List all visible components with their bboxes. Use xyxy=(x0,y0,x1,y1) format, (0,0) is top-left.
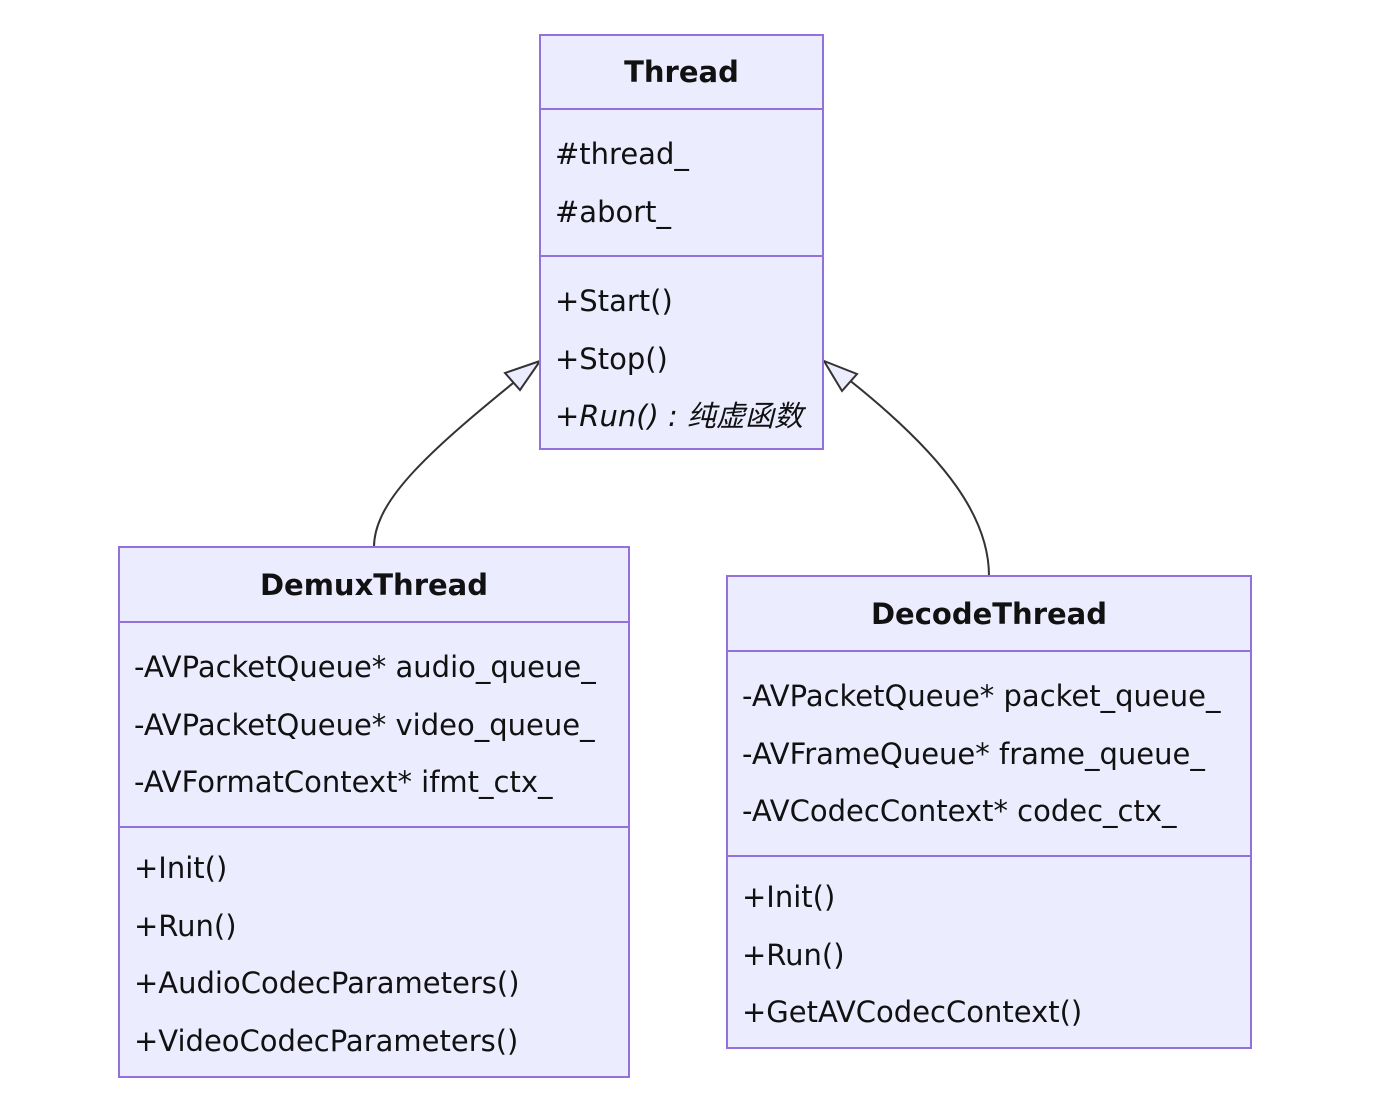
class-thread: Thread #thread_ #abort_ +Start() +Stop()… xyxy=(539,34,824,450)
attribute-ifmt-ctx: -AVFormatContext* ifmt_ctx_ xyxy=(134,765,553,799)
method-audio-codec-parameters: +AudioCodecParameters() xyxy=(134,966,520,1000)
class-decode-thread-name: DecodeThread xyxy=(728,577,1250,652)
attribute-packet-queue: -AVPacketQueue* packet_queue_ xyxy=(742,679,1221,713)
demux-inheritance-arrowhead xyxy=(503,359,543,392)
class-decode-thread-attributes: -AVPacketQueue* packet_queue_ -AVFrameQu… xyxy=(728,652,1250,857)
class-decode-thread: DecodeThread -AVPacketQueue* packet_queu… xyxy=(726,575,1252,1049)
class-thread-methods: +Start() +Stop() +Run() : 纯虚函数 xyxy=(541,257,822,446)
class-thread-attributes: #thread_ #abort_ xyxy=(541,110,822,257)
class-demux-thread-name: DemuxThread xyxy=(120,548,628,623)
attribute-frame-queue: -AVFrameQueue* frame_queue_ xyxy=(742,736,1205,771)
class-demux-thread-attributes: -AVPacketQueue* audio_queue_ -AVPacketQu… xyxy=(120,623,628,828)
class-thread-name: Thread xyxy=(541,36,822,110)
attribute-abort: #abort_ xyxy=(555,194,672,229)
method-run: +Run() xyxy=(134,908,237,943)
decode-to-thread-inheritance-line xyxy=(847,378,990,577)
class-decode-thread-methods: +Init() +Run() +GetAVCodecContext() xyxy=(728,857,1250,1042)
method-video-codec-parameters: +VideoCodecParameters() xyxy=(134,1023,519,1058)
attribute-codec-ctx: -AVCodecContext* codec_ctx_ xyxy=(742,794,1177,828)
attribute-thread: #thread_ xyxy=(555,137,689,171)
class-demux-thread-methods: +Init() +Run() +AudioCodecParameters() +… xyxy=(120,828,628,1070)
method-init: +Init() xyxy=(742,880,836,914)
method-get-av-codec-context: +GetAVCodecContext() xyxy=(742,995,1083,1029)
method-stop: +Stop() xyxy=(555,341,668,376)
method-run: +Run() xyxy=(742,937,845,972)
attribute-audio-queue: -AVPacketQueue* audio_queue_ xyxy=(134,650,596,684)
attribute-video-queue: -AVPacketQueue* video_queue_ xyxy=(134,707,595,742)
demux-to-thread-inheritance-line xyxy=(373,370,529,548)
class-demux-thread: DemuxThread -AVPacketQueue* audio_queue_… xyxy=(118,546,630,1078)
method-run-pure-virtual: +Run() : 纯虚函数 xyxy=(555,399,804,433)
decode-inheritance-arrowhead xyxy=(821,358,859,393)
method-init: +Init() xyxy=(134,851,228,885)
method-start: +Start() xyxy=(555,284,673,318)
